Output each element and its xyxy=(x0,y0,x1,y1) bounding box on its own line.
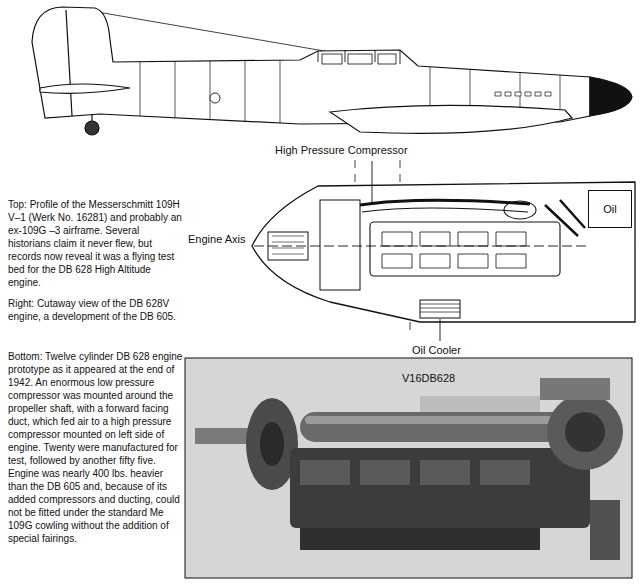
aircraft-profile-part xyxy=(40,84,130,93)
engine-cutaway-part xyxy=(504,201,536,219)
aircraft-profile xyxy=(32,7,632,135)
engine-cutaway-part xyxy=(420,304,460,312)
caption-text: Bottom: Twelve cylinder DB 628 engine pr… xyxy=(8,350,183,545)
engine-photo-part xyxy=(300,460,530,485)
engine-cutaway-part xyxy=(382,254,526,268)
aircraft-profile-part xyxy=(210,93,220,103)
engine-cutaway-part xyxy=(360,200,530,205)
callout-label: High Pressure Compressor xyxy=(275,144,408,157)
engine-cutaway-part xyxy=(252,182,635,322)
engine-cutaway-part xyxy=(272,236,304,254)
engine-photo-part xyxy=(300,528,540,550)
aircraft-profile-part xyxy=(66,10,72,116)
caption-text: Top: Profile of the Messerschmitt 109H V… xyxy=(8,198,183,289)
engine-cutaway-part xyxy=(420,300,460,318)
aircraft-profile-part xyxy=(318,50,400,64)
part-label: Oil xyxy=(603,203,616,216)
engine-photo-part xyxy=(547,394,623,470)
aircraft-profile-part xyxy=(80,9,330,52)
engine-cutaway xyxy=(252,160,635,341)
engine-cutaway-part xyxy=(372,161,373,204)
engine-cutaway-part xyxy=(545,200,585,236)
engine-photo-part xyxy=(540,378,610,400)
aircraft-profile-part xyxy=(330,105,572,133)
engine-photo-part xyxy=(305,416,565,424)
engine-photo-part xyxy=(300,412,570,442)
engine-photo-part xyxy=(590,500,620,560)
engine-cutaway-part xyxy=(410,322,411,330)
aircraft-profile-part xyxy=(322,54,342,64)
aircraft-profile-part xyxy=(378,54,396,64)
engine-marking: V16DB628 xyxy=(402,372,455,385)
engine-cutaway-part xyxy=(268,232,308,260)
aircraft-profile-part xyxy=(348,54,372,64)
aircraft-profile-part xyxy=(495,92,551,96)
engine-cutaway-part xyxy=(355,160,400,182)
engine-cutaway-part xyxy=(362,208,528,212)
engine-cutaway-part xyxy=(370,222,560,276)
aircraft-profile-part xyxy=(85,121,99,135)
engine-photo-part xyxy=(565,412,605,452)
engine-cutaway-part xyxy=(320,200,360,290)
engine-photo-part xyxy=(290,448,590,528)
engine-photo-part xyxy=(195,428,255,444)
aircraft-profile-part xyxy=(590,77,632,116)
engine-cutaway-part xyxy=(440,319,441,341)
engine-photo-part xyxy=(185,358,632,578)
engine-cutaway-part xyxy=(382,232,526,246)
callout-label: Engine Axis xyxy=(188,233,245,246)
engine-photo-part xyxy=(420,396,540,412)
engine-photo xyxy=(185,358,632,578)
callout-label: Oil Cooler xyxy=(412,344,461,357)
caption-text: Right: Cutaway view of the DB 628V engin… xyxy=(8,297,183,323)
oil-tank-box: Oil xyxy=(588,190,632,228)
engine-photo-part xyxy=(260,422,284,466)
